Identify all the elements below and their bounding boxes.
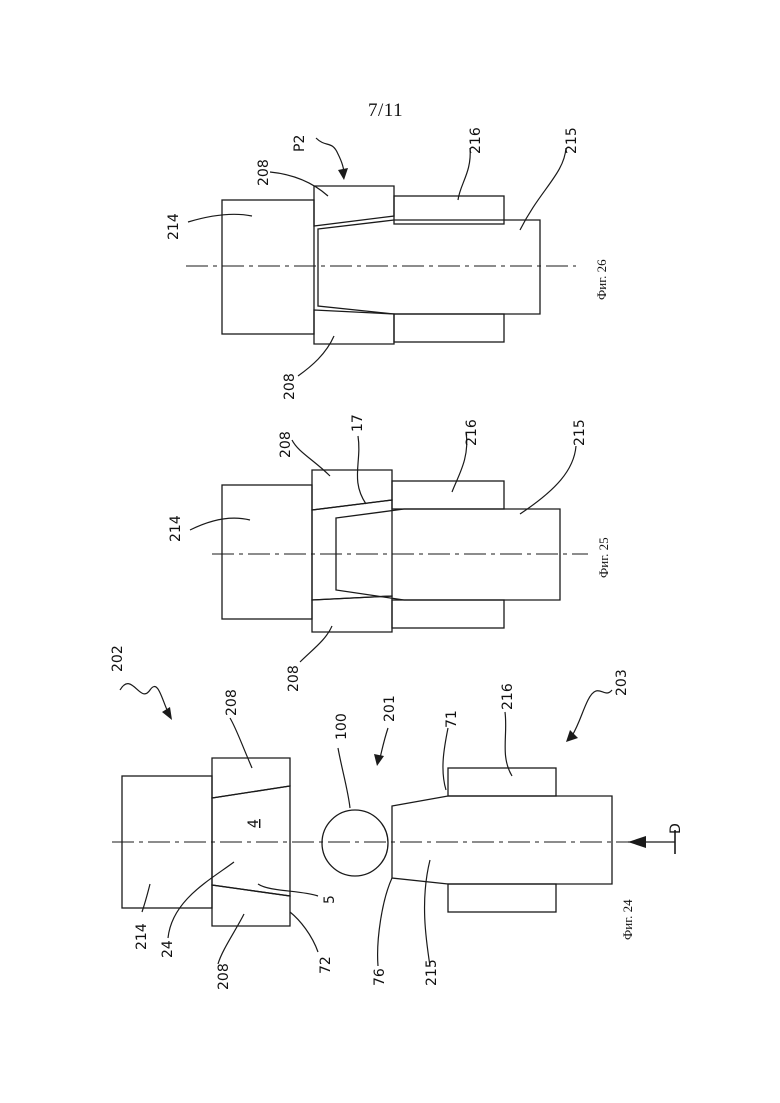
part-216-upper: [392, 481, 504, 509]
figure-26: 214 208 P2 216 215 208 Фиг. 26: [166, 127, 609, 400]
leader-208b: [218, 914, 244, 964]
label-24: 24: [160, 940, 176, 958]
leader-p2: [316, 138, 344, 174]
part-215: [318, 220, 540, 314]
leader-216: [505, 712, 512, 776]
label-208a: 208: [278, 431, 294, 458]
label-d: D: [668, 823, 684, 834]
leader-215: [520, 446, 576, 514]
label-76: 76: [372, 968, 388, 986]
leader-71: [443, 728, 448, 790]
figure-25: 214 208 17 216 215 208 Фиг. 25: [168, 414, 611, 692]
part-208-upper: [314, 186, 394, 226]
caption-fig-26: Фиг. 26: [594, 259, 609, 300]
label-202: 202: [110, 645, 126, 672]
part-215: [336, 509, 560, 600]
label-215: 215: [424, 959, 440, 986]
part-208-lower: [314, 310, 394, 344]
leader-214: [190, 518, 250, 530]
part-214: [222, 485, 312, 619]
label-216: 216: [468, 127, 484, 154]
part-216-upper: [448, 768, 556, 796]
label-216: 216: [464, 419, 480, 446]
label-p2: P2: [292, 135, 308, 152]
label-216: 216: [500, 683, 516, 710]
part-214: [222, 200, 314, 334]
die-cavity: [312, 500, 392, 600]
leader-72: [290, 912, 318, 952]
label-208a: 208: [256, 159, 272, 186]
leader-100: [338, 748, 350, 808]
label-5: 5: [322, 895, 338, 904]
label-4: 4: [246, 819, 262, 828]
leader-208a: [230, 718, 252, 768]
part-215: [392, 796, 612, 884]
label-214: 214: [166, 213, 182, 240]
part-208-upper: [312, 470, 392, 510]
caption-fig-24: Фиг. 24: [620, 899, 635, 940]
leader-5: [258, 884, 318, 896]
leader-208b: [298, 336, 334, 376]
leader-215: [425, 860, 430, 966]
label-214: 214: [134, 923, 150, 950]
cavity-4: [212, 786, 290, 896]
part-216-lower: [392, 600, 504, 628]
ball-100: [322, 810, 388, 876]
label-100: 100: [334, 713, 350, 740]
label-208b: 208: [282, 373, 298, 400]
label-71: 71: [444, 710, 460, 728]
leader-208a: [270, 172, 328, 196]
label-215: 215: [564, 127, 580, 154]
leader-203: [572, 690, 612, 736]
label-208a: 208: [224, 689, 240, 716]
part-208-lower: [312, 596, 392, 632]
label-215: 215: [572, 419, 588, 446]
label-17: 17: [350, 414, 366, 432]
caption-fig-25: Фиг. 25: [596, 537, 611, 578]
label-208b: 208: [286, 665, 302, 692]
leader-76: [378, 878, 392, 966]
leader-201: [380, 728, 388, 758]
leader-215: [520, 148, 566, 230]
label-214: 214: [168, 515, 184, 542]
label-208b: 208: [216, 963, 232, 990]
leader-208a: [292, 440, 330, 476]
label-203: 203: [614, 669, 630, 696]
leader-202: [120, 684, 168, 712]
leader-216: [458, 148, 470, 200]
figure-24: 202 208 214 24 4 5 208 72 100 201 71 216…: [110, 645, 684, 990]
label-72: 72: [318, 956, 334, 974]
part-216-lower: [448, 884, 556, 912]
label-201: 201: [382, 695, 398, 722]
part-216-lower: [394, 314, 504, 342]
leader-214: [188, 214, 252, 222]
